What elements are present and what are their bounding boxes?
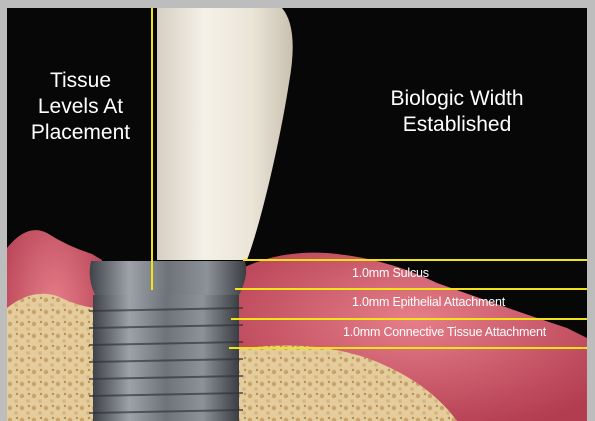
connective-tissue-attachment-label: 1.0mm Connective Tissue Attachment [343,325,546,339]
epithelial-attachment-label: 1.0mm Epithelial Attachment [352,295,505,309]
tooth-crown [157,8,293,260]
sulcus-label: 1.0mm Sulcus [352,266,429,280]
biologic-width-label: Biologic Width Established [347,86,567,138]
implant-abutment [90,261,246,295]
tissue-levels-label: Tissue Levels At Placement [7,68,154,146]
diagram-panel: Tissue Levels At Placement Biologic Widt… [7,8,587,421]
implant-body [93,295,239,421]
bone-left [7,294,99,421]
